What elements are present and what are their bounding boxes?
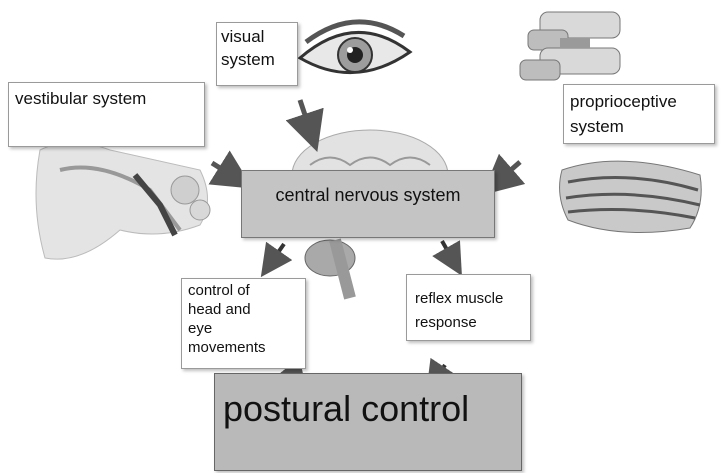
arrow-visual-to-cns bbox=[300, 100, 311, 133]
arrow-proprioceptive-to-cns bbox=[497, 162, 520, 182]
vestibular-system-label: vestibular system bbox=[15, 89, 198, 109]
arrow-cns-to-reflex bbox=[442, 241, 454, 262]
postural-control-label: postural control bbox=[223, 388, 515, 430]
reflex-muscle-response-box: reflex muscle response bbox=[406, 274, 531, 341]
postural-control-box: postural control bbox=[214, 373, 522, 471]
reflex-muscle-response-label: reflex muscle response bbox=[415, 287, 522, 335]
central-nervous-system-box: central nervous system bbox=[241, 170, 495, 238]
vestibular-system-box: vestibular system bbox=[8, 82, 205, 147]
head-eye-control-label: control of head and eye movements bbox=[188, 281, 299, 357]
arrow-vestibular-to-cns bbox=[212, 163, 236, 178]
proprioceptive-system-label: proprioceptive system bbox=[570, 89, 708, 139]
visual-system-box: visual system bbox=[216, 22, 298, 86]
head-eye-control-box: control of head and eye movements bbox=[181, 278, 306, 369]
arrow-cns-to-control bbox=[270, 244, 284, 264]
central-nervous-system-label: central nervous system bbox=[248, 185, 488, 206]
visual-system-label: visual system bbox=[221, 25, 293, 71]
proprioceptive-system-box: proprioceptive system bbox=[563, 84, 715, 144]
